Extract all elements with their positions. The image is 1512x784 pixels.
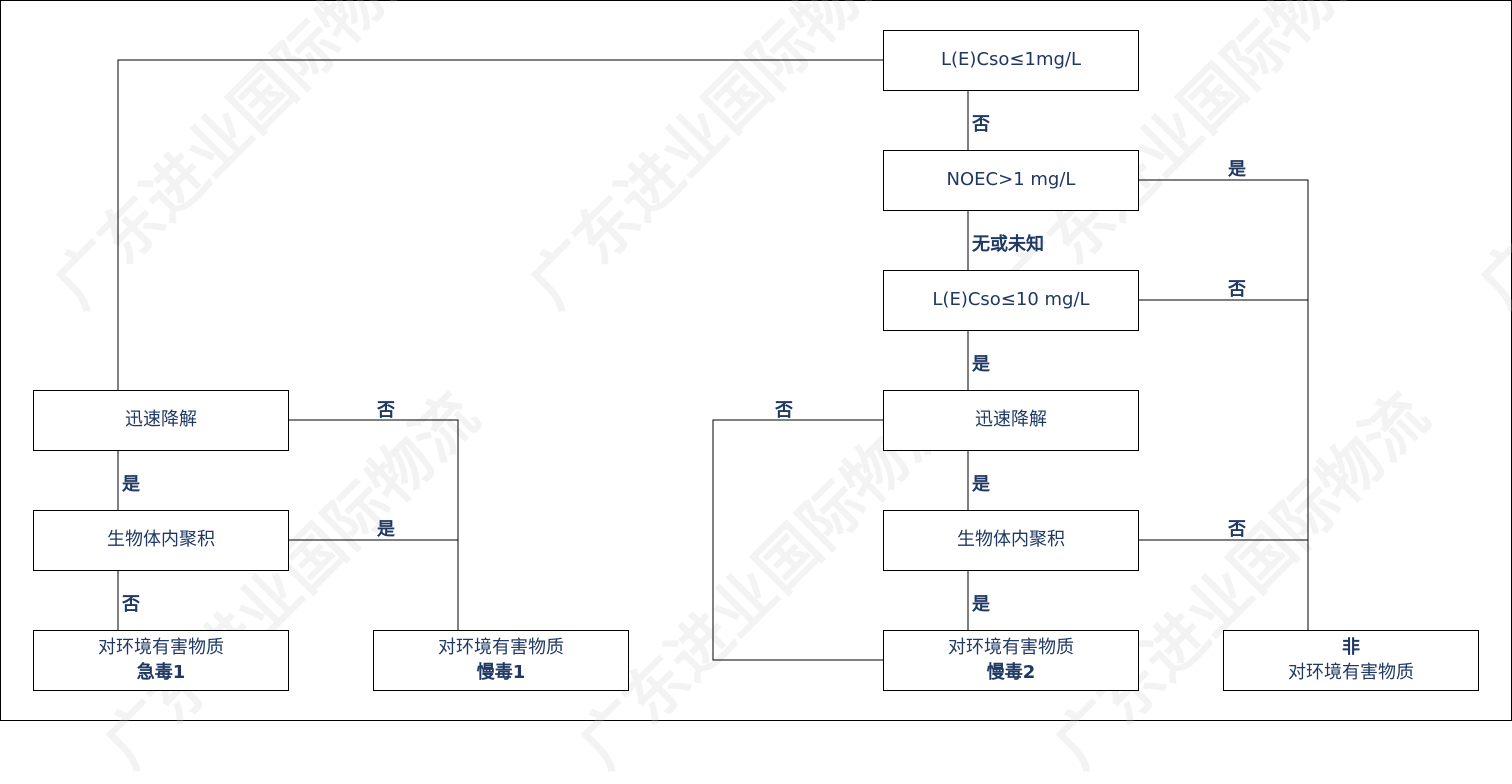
node-bioaccumulation-left: 生物体内聚积 (33, 510, 289, 571)
edge-label-no: 否 (775, 400, 793, 421)
connector-noec-to-not-hazard (1138, 179, 1309, 630)
node-chronic-2: 对环境有害物质 慢毒2 (883, 630, 1139, 691)
connector-rapid-left-to-chronic1 (288, 419, 459, 630)
node-label: L(E)Cso≤10 mg/L (932, 289, 1090, 311)
node-label: 迅速降解 (125, 409, 197, 431)
node-label: 生物体内聚积 (957, 529, 1065, 551)
edge-label-no: 否 (377, 400, 395, 421)
edge-label-no: 否 (1228, 519, 1246, 540)
edge-label-yes: 是 (122, 474, 140, 495)
node-category: 非 (1342, 637, 1360, 659)
connector-lec1-to-rapid-left (117, 59, 883, 390)
edge-label-yes: 是 (972, 474, 990, 495)
node-bioaccumulation-right: 生物体内聚积 (883, 510, 1139, 571)
node-label: 对环境有害物质 (98, 637, 224, 659)
node-label: NOEC>1 mg/L (946, 169, 1076, 191)
node-label: 对环境有害物质 (438, 637, 564, 659)
node-not-hazardous: 非 对环境有害物质 (1223, 630, 1479, 691)
edge-label-yes: 是 (972, 354, 990, 375)
node-label: 对环境有害物质 (1288, 661, 1414, 683)
node-category: 慢毒2 (986, 661, 1036, 683)
node-chronic-1: 对环境有害物质 慢毒1 (373, 630, 629, 691)
node-noec-gt-1: NOEC>1 mg/L (883, 150, 1139, 211)
connector-rapid-right-to-chronic2 (712, 419, 883, 661)
node-label: 生物体内聚积 (107, 529, 215, 551)
edge-label-no: 否 (1228, 279, 1246, 300)
node-lec50-le-1: L(E)Cso≤1mg/L (883, 30, 1139, 91)
edge-label-yes: 是 (972, 594, 990, 615)
node-acute-1: 对环境有害物质 急毒1 (33, 630, 289, 691)
node-label: 对环境有害物质 (948, 637, 1074, 659)
connector-lines (117, 59, 1309, 661)
node-label: L(E)Cso≤1mg/L (941, 49, 1081, 71)
node-rapid-degradation-right: 迅速降解 (883, 390, 1139, 451)
node-rapid-degradation-left: 迅速降解 (33, 390, 289, 451)
node-label: 迅速降解 (975, 409, 1047, 431)
edge-label-yes: 是 (1228, 159, 1246, 180)
node-category: 急毒1 (136, 661, 186, 683)
node-lec50-le-10: L(E)Cso≤10 mg/L (883, 270, 1139, 331)
edge-label-none-or-unknown: 无或未知 (972, 234, 1044, 255)
edge-label-yes: 是 (377, 519, 395, 540)
node-category: 慢毒1 (476, 661, 526, 683)
edge-label-no: 否 (972, 114, 990, 135)
edge-label-no: 否 (122, 594, 140, 615)
